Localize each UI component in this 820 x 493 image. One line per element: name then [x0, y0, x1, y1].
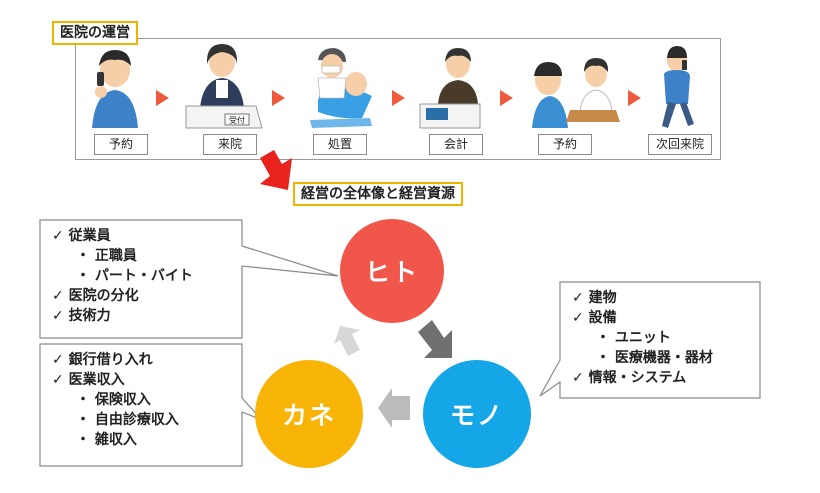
- bullet-icon: ・: [596, 350, 610, 366]
- note-text: 従業員: [68, 228, 111, 244]
- resource-circle-mono: モノ: [423, 360, 531, 468]
- list-item: ・ 自由診療収入: [52, 410, 179, 430]
- list-item: ✓ 情報・システム: [572, 368, 713, 388]
- note-text: 保険収入: [94, 392, 151, 408]
- step-label-6: 次回来院: [648, 134, 712, 155]
- list-item: ・ 保険収入: [52, 390, 179, 410]
- phone-call-person-icon: [92, 50, 138, 128]
- kane-note-list: ✓ 銀行借り入れ ✓ 医業収入 ・ 保険収入 ・ 自由診療収入 ・ 雑収入: [52, 350, 179, 450]
- check-icon: ✓: [572, 370, 584, 386]
- note-text: 設備: [588, 310, 617, 326]
- kane-callout: [39, 343, 263, 467]
- note-text: 正職員: [94, 248, 137, 264]
- note-text: 技術力: [68, 308, 111, 324]
- step-label-4: 会計: [429, 134, 483, 155]
- hito-note-list: ✓ 従業員 ・ 正職員 ・ パート・バイト ✓ 医院の分化 ✓ 技術力: [52, 226, 193, 326]
- note-text: 医院の分化: [68, 288, 139, 304]
- flow-arrow-icon: [628, 90, 641, 106]
- bullet-icon: ・: [76, 432, 90, 448]
- check-icon: ✓: [572, 290, 584, 306]
- list-item: ・ パート・バイト: [52, 266, 193, 286]
- cycle-arrow-kane-to-hito-icon: [334, 326, 360, 356]
- bullet-icon: ・: [76, 392, 90, 408]
- list-item: ・ 雑収入: [52, 430, 179, 450]
- list-item: ✓ 設備: [572, 308, 713, 328]
- note-text: パート・バイト: [94, 268, 193, 284]
- note-text: 自由診療収入: [94, 412, 179, 428]
- clinic-operations-title: 医院の運営: [52, 21, 138, 45]
- step-label-1: 予約: [94, 134, 148, 155]
- cashier-icon: [419, 48, 481, 129]
- note-text: 建物: [588, 290, 617, 306]
- note-text: 情報・システム: [588, 370, 687, 386]
- mono-callout: [539, 281, 761, 399]
- consultation-booking-icon: [532, 58, 620, 128]
- bullet-icon: ・: [76, 412, 90, 428]
- list-item: ✓ 医院の分化: [52, 286, 193, 306]
- walking-person-phone-icon: [662, 46, 694, 128]
- bullet-icon: ・: [596, 330, 610, 346]
- reception-sign: 受付: [229, 115, 245, 125]
- list-item: ・ 正職員: [52, 246, 193, 266]
- list-item: ✓ 建物: [572, 288, 713, 308]
- big-down-arrow-icon: [260, 150, 292, 190]
- step-label-3: 処置: [313, 134, 367, 155]
- resource-circle-hito: ヒト: [340, 219, 444, 323]
- dental-treatment-icon: [310, 48, 372, 128]
- check-icon: ✓: [52, 288, 64, 304]
- note-text: ユニット: [614, 330, 671, 346]
- check-icon: ✓: [52, 228, 64, 244]
- list-item: ✓ 技術力: [52, 306, 193, 326]
- cycle-arrow-mono-to-kane-icon: [378, 388, 410, 428]
- bullet-icon: ・: [76, 268, 90, 284]
- resource-circle-kane: カネ: [255, 360, 363, 468]
- list-item: ✓ 銀行借り入れ: [52, 350, 179, 370]
- check-icon: ✓: [572, 310, 584, 326]
- hito-label: ヒト: [364, 258, 419, 287]
- check-icon: ✓: [52, 352, 64, 368]
- flow-arrow-icon: [500, 90, 513, 106]
- mono-note-list: ✓ 建物 ✓ 設備 ・ ユニット ・ 医療機器・器材 ✓ 情報・システム: [572, 288, 713, 388]
- hito-callout: [39, 219, 339, 339]
- note-text: 銀行借り入れ: [68, 352, 153, 368]
- note-text: 雑収入: [94, 432, 137, 448]
- check-icon: ✓: [52, 308, 64, 324]
- list-item: ✓ 従業員: [52, 226, 193, 246]
- list-item: ・ 医療機器・器材: [572, 348, 713, 368]
- flow-arrow-icon: [156, 90, 169, 106]
- list-item: ✓ 医業収入: [52, 370, 179, 390]
- flow-arrow-icon: [272, 90, 285, 106]
- step-label-5: 予約: [538, 134, 592, 155]
- flow-arrow-icon: [392, 90, 405, 106]
- kane-label: カネ: [281, 401, 336, 430]
- check-icon: ✓: [52, 372, 64, 388]
- note-text: 医療機器・器材: [614, 350, 713, 366]
- step-label-2: 来院: [203, 134, 257, 155]
- list-item: ・ ユニット: [572, 328, 713, 348]
- reception-desk-icon: 受付: [185, 44, 263, 129]
- cycle-arrow-hito-to-mono-icon: [418, 320, 452, 358]
- mono-label: モノ: [449, 401, 504, 430]
- note-text: 医業収入: [68, 372, 125, 388]
- overview-title: 経営の全体像と経営資源: [293, 182, 463, 206]
- bullet-icon: ・: [76, 248, 90, 264]
